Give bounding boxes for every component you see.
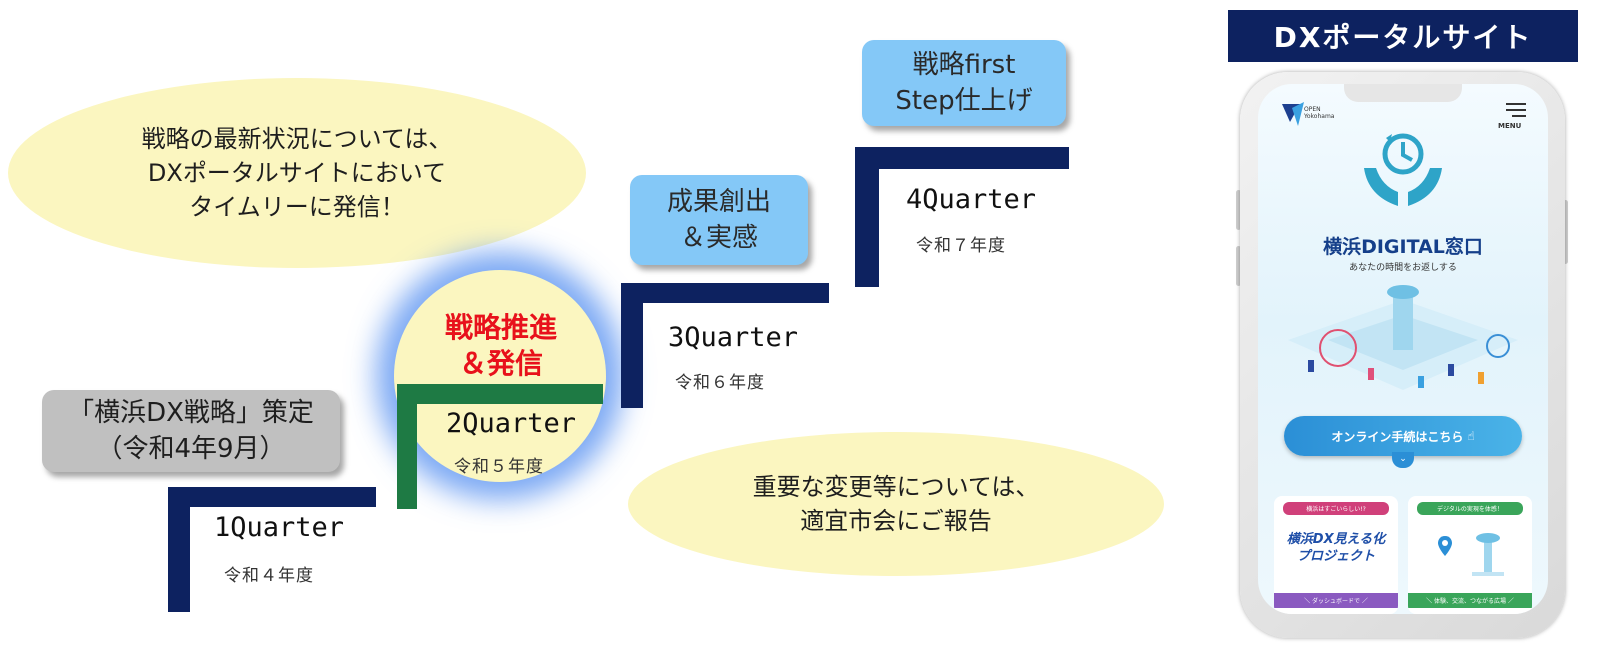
hands-clock-icon: [1358, 128, 1448, 210]
pointer-icon: ☝: [1467, 429, 1475, 443]
scroll-down-chevron-icon[interactable]: ⌄: [1392, 452, 1414, 468]
dx-visualization-card[interactable]: 横浜はすごいらしい!? 横浜DX見える化 プロジェクト ＼ ダッシュボードで ／: [1274, 496, 1398, 614]
step3-quarter: 3Quarter: [668, 322, 799, 353]
step1-bar-horizontal: [168, 487, 376, 507]
step4-bar-vertical: [855, 147, 879, 287]
highlight-text: 戦略推進 ＆発信: [444, 311, 557, 380]
step4-quarter: 4Quarter: [906, 184, 1037, 215]
step1-bar-vertical: [168, 487, 190, 612]
step2-quarter: 2Quarter: [446, 408, 577, 439]
step4-goal-text: 戦略first Step仕上げ: [895, 50, 1033, 116]
callout-ellipse-council: 重要な変更等については、 適宜市会にご報告: [628, 432, 1164, 576]
strategy-adopted-box: 「横浜DX戦略」策定 （令和4年9月）: [42, 390, 340, 472]
logo-text: OPEN Yokohama: [1304, 106, 1335, 120]
card1-tag: 横浜はすごいらしい!?: [1283, 502, 1389, 515]
menu-label: MENU: [1498, 122, 1522, 130]
step3-goal-text: 成果創出 ＆実感: [666, 187, 771, 253]
menu-icon[interactable]: [1504, 102, 1528, 126]
callout-portal-text: 戦略の最新状況については、 DXポータルサイトにおいて タイムリーに発信！: [141, 125, 453, 221]
callout-council-text: 重要な変更等については、 適宜市会にご報告: [752, 473, 1040, 535]
callout-ellipse-portal: 戦略の最新状況については、 DXポータルサイトにおいて タイムリーに発信！: [8, 78, 586, 268]
card2-footer: ＼ 体験、交流、つながる広場 ／: [1408, 593, 1532, 608]
step2-bar-vertical: [397, 384, 417, 509]
tower-illustration: [1468, 528, 1508, 582]
highlight-circle: [394, 270, 606, 482]
card1-title: 横浜DX見える化 プロジェクト: [1286, 532, 1386, 564]
step3-year: 令和６年度: [675, 373, 765, 393]
phone-screen: OPEN Yokohama MENU 横浜DIGITAL窓口 あなたの時間をお返…: [1258, 84, 1548, 614]
portal-title: DXポータルサイト: [1228, 10, 1578, 62]
map-pin-icon: [1438, 536, 1452, 560]
open-yokohama-logo: [1280, 100, 1340, 134]
step3-goal-box: 成果創出 ＆実感: [630, 175, 808, 265]
card1-footer: ＼ ダッシュボードで ／: [1274, 593, 1398, 608]
step2-bar-horizontal: [397, 384, 603, 404]
online-procedures-button[interactable]: オンライン手続はこちら ☝: [1284, 416, 1522, 456]
step3-bar-horizontal: [621, 283, 829, 303]
step1-year: 令和４年度: [224, 566, 314, 586]
step2-year: 令和５年度: [454, 457, 544, 477]
phone-side-button-left: [1236, 190, 1241, 230]
brand-tagline: あなたの時間をお返しする: [1349, 263, 1457, 273]
brand-title: 横浜DIGITAL窓口: [1323, 236, 1483, 258]
strategy-adopted-text: 「横浜DX戦略」策定 （令和4年9月）: [68, 398, 314, 464]
digital-experience-card[interactable]: デジタルの実現を体感！ ＼ 体験、交流、つながる広場 ／: [1408, 496, 1532, 614]
phone-side-button-right: [1563, 200, 1568, 264]
step4-goal-box: 戦略first Step仕上げ: [862, 40, 1066, 126]
phone-side-button-left-2: [1236, 246, 1241, 286]
city-illustration: [1268, 280, 1538, 400]
step4-bar-horizontal: [855, 147, 1069, 169]
phone-notch: [1344, 84, 1462, 102]
step4-year: 令和７年度: [916, 236, 1006, 256]
card2-tag: デジタルの実現を体感！: [1417, 502, 1523, 515]
step3-bar-vertical: [621, 283, 643, 408]
step1-quarter: 1Quarter: [214, 512, 345, 543]
online-procedures-label: オンライン手続はこちら: [1331, 429, 1464, 444]
